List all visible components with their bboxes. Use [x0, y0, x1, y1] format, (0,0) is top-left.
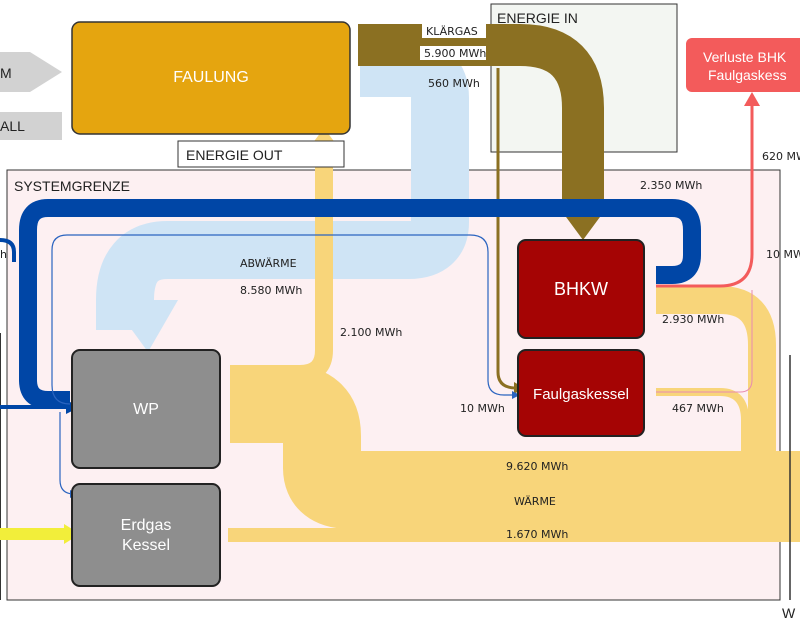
faulgas-to-kessel-flow: [496, 68, 517, 390]
erdgas-heat-value: 1.670 MWh: [506, 528, 568, 541]
left-arrow-label: M: [0, 65, 12, 81]
waerme-to-faulung-arrowhead: [312, 128, 336, 144]
faulung-node: [71, 21, 351, 135]
verluste-label-1: Verluste BHK: [703, 49, 787, 65]
bhkw-label: BHKW: [554, 279, 608, 299]
faulgas-to-kessel-value: 560 MWh: [428, 77, 480, 90]
abwaerme-arrowhead: [110, 300, 178, 352]
waerme-to-faulung-flow: [230, 140, 333, 383]
waerme-total-value: 9.620 MWh: [506, 460, 568, 473]
systemgrenze-label: SYSTEMGRENZE: [14, 178, 130, 194]
wp-node: [71, 349, 221, 469]
strom-left-entry: [0, 238, 16, 262]
wp-label: WP: [133, 401, 159, 418]
bhkw-heat-value: 2.930 MWh: [662, 313, 724, 326]
bottom-right-fragment: W: [782, 605, 796, 621]
waerme-label: WÄRME: [514, 495, 556, 508]
klaergas-flow: [358, 24, 604, 206]
left-box-label: ALL: [0, 118, 25, 134]
klaergas-label: KLÄRGAS: [426, 25, 478, 38]
right-edge-value: 10 MW: [766, 248, 800, 261]
left-edge-value: h: [0, 248, 7, 261]
abwaerme-flow: [96, 39, 469, 330]
strom-main-flow: [19, 199, 701, 409]
faulgaskessel-label: Faulgaskessel: [533, 386, 629, 403]
verluste-flow: [656, 104, 754, 288]
faulung-label: FAULUNG: [173, 69, 249, 86]
kessel-heat-value: 467 MWh: [672, 402, 724, 415]
verluste-label-2: Faulgaskess: [708, 67, 787, 83]
bhkw-heat-flow: [656, 286, 776, 460]
erdgas-kessel-node: [71, 483, 221, 587]
verluste-value: 620 MWh: [762, 150, 800, 163]
faulgaskessel-node: [517, 349, 645, 437]
kessel-small-value: 10 MWh: [460, 402, 505, 415]
energie-out-box: [177, 140, 345, 168]
verluste-node: [686, 38, 800, 92]
erdgas-kessel-label-2: Kessel: [122, 537, 170, 554]
energie-out-label: ENERGIE OUT: [186, 147, 283, 163]
abwaerme-value: 8.580 MWh: [240, 284, 302, 297]
left-arrow-shape: [0, 52, 62, 92]
bhkw-loop-value: 2.350 MWh: [640, 179, 702, 192]
kessel-loss-flow: [656, 290, 753, 393]
bhkw-node: [517, 239, 645, 339]
left-box-fragment: [0, 112, 62, 140]
heat-to-faulung-value: 2.100 MWh: [340, 326, 402, 339]
erdgas-kessel-label-1: Erdgas: [121, 517, 172, 534]
klaergas-value: 5.900 MWh: [424, 47, 486, 60]
energie-in-label: ENERGIE IN: [497, 10, 578, 26]
waerme-main-flow: [230, 365, 800, 529]
strom-thin-to-kessel: [51, 234, 516, 405]
abwaerme-label: ABWÄRME: [240, 257, 297, 270]
